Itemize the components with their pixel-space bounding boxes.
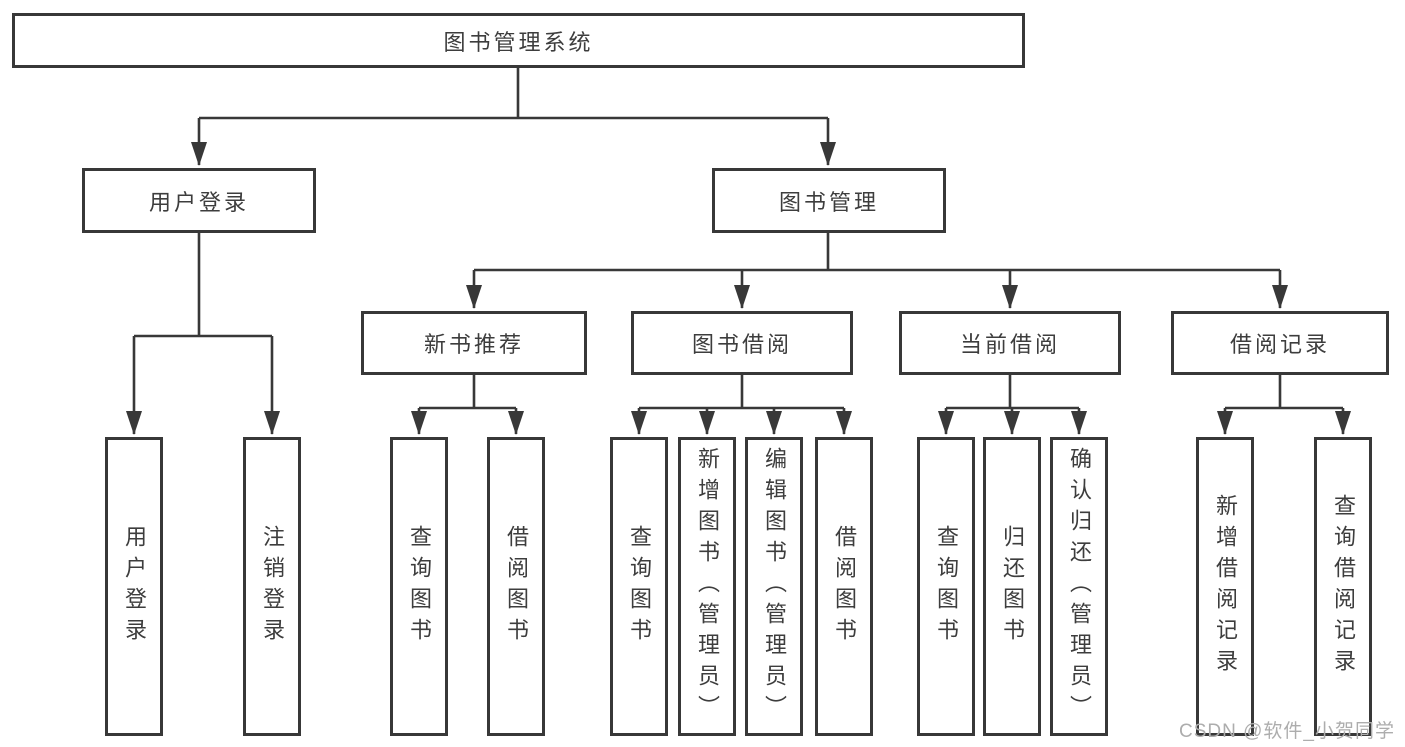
leaf-borrowing-borrow-book: 借阅图书 [815,437,873,736]
leaf-recommend-borrow-book: 借阅图书 [487,437,545,736]
leaf-borrowing-query-book: 查询图书 [610,437,668,736]
node-user-login: 用户登录 [82,168,316,233]
node-book-management: 图书管理 [712,168,946,233]
leaf-borrowing-add-book-admin: 新增图书（管理员） [678,437,736,736]
node-new-book-recommendation: 新书推荐 [361,311,587,375]
node-current-borrowing: 当前借阅 [899,311,1121,375]
node-book-borrowing: 图书借阅 [631,311,853,375]
leaf-current-return-book: 归还图书 [983,437,1041,736]
leaf-current-confirm-return-admin: 确认归还（管理员） [1050,437,1108,736]
node-library-management-system: 图书管理系统 [12,13,1025,68]
leaf-records-query-record: 查询借阅记录 [1314,437,1372,736]
leaf-current-query-book: 查询图书 [917,437,975,736]
leaf-records-add-record: 新增借阅记录 [1196,437,1254,736]
leaf-user-login: 用户登录 [105,437,163,736]
leaf-logout: 注销登录 [243,437,301,736]
leaf-borrowing-edit-book-admin: 编辑图书（管理员） [745,437,803,736]
node-borrowing-records: 借阅记录 [1171,311,1389,375]
watermark: CSDN @软件_小贺同学 [1179,721,1395,742]
leaf-recommend-query-book: 查询图书 [390,437,448,736]
